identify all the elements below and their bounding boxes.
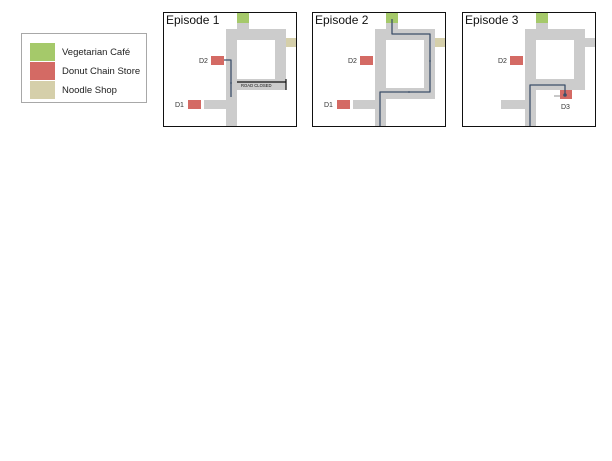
legend-swatch-noodle-shop (30, 81, 55, 99)
d3-label: D3 (561, 104, 570, 111)
legend-item-noodle-shop: Noodle Shop (30, 81, 117, 99)
legend: Vegetarian Café Donut Chain Store Noodle… (21, 33, 147, 103)
vegetarian-cafe (386, 13, 398, 23)
episode-2-panel: D2 D1 Episode 2 (312, 12, 446, 127)
legend-item-vegetarian-cafe: Vegetarian Café (30, 43, 130, 61)
d2-label: D2 (498, 58, 507, 65)
donut-store-d1 (337, 100, 350, 109)
episode-1-title: Episode 1 (166, 13, 220, 27)
episode-3-title: Episode 3 (465, 13, 519, 27)
agent-path (529, 84, 566, 126)
noodle-shop (286, 38, 296, 47)
agent-path (224, 59, 232, 97)
legend-item-donut-chain-store: Donut Chain Store (30, 62, 140, 80)
legend-label: Vegetarian Café (62, 46, 131, 58)
d2-label: D2 (348, 58, 357, 65)
legend-swatch-donut-chain-store (30, 62, 55, 80)
road-network (353, 13, 445, 126)
episode-3-panel: D2 D3 Episode 3 (462, 12, 596, 127)
donut-store-d2 (211, 56, 224, 65)
episode-3-map: D2 D3 (498, 13, 595, 126)
episode-1-map: D2 D1 ROAD CLOSED (175, 13, 296, 126)
path-marker (230, 82, 232, 84)
road-network (204, 13, 296, 126)
episode-1-panel: D2 D1 ROAD CLOSED Episode 1 (163, 12, 297, 127)
donut-store-d2 (510, 56, 523, 65)
path-marker (408, 91, 410, 93)
episode-2-title: Episode 2 (315, 13, 369, 27)
legend-swatch-vegetarian-cafe (30, 43, 55, 61)
noodle-shop (435, 38, 445, 47)
road-network (501, 13, 595, 126)
legend-label: Donut Chain Store (62, 65, 141, 77)
episode-2-map: D2 D1 (324, 13, 445, 126)
legend-label: Noodle Shop (62, 84, 117, 96)
road-closed-sign: ROAD CLOSED (241, 83, 271, 88)
agent-marker (563, 93, 567, 97)
path-marker (429, 60, 431, 62)
donut-store-d1 (188, 100, 201, 109)
d1-label: D1 (324, 102, 333, 109)
d1-label: D1 (175, 102, 184, 109)
donut-store-d2 (360, 56, 373, 65)
vegetarian-cafe (237, 13, 249, 23)
vegetarian-cafe (536, 13, 548, 23)
d2-label: D2 (199, 58, 208, 65)
agent-path (379, 19, 431, 126)
